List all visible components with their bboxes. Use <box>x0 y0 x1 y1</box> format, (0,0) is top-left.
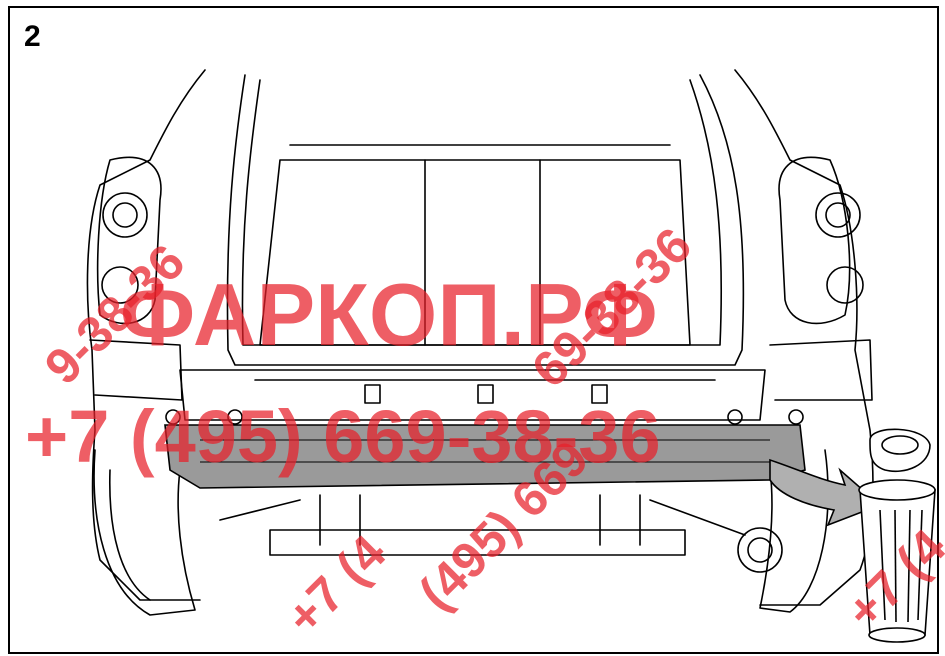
wheel-left <box>93 449 196 616</box>
instruction-frame: 2 <box>8 6 939 654</box>
rear-panel <box>179 369 766 421</box>
body-outline-right <box>734 69 874 606</box>
waste-bin-icon <box>858 428 936 643</box>
cargo-floor <box>259 159 691 346</box>
exhaust-pipe <box>737 527 783 573</box>
watermark-fragment-plus-left: +7 (4 <box>275 524 396 645</box>
watermark-phone: +7 (495) 669-38-36 <box>25 395 661 478</box>
tail-light-right <box>778 156 851 325</box>
tail-light-left <box>96 156 162 325</box>
removal-arrow-icon <box>769 458 882 527</box>
watermark-brand: ФАРКОП.РФ <box>120 265 658 364</box>
tailgate-opening <box>226 74 745 366</box>
step-number: 2 <box>24 20 41 53</box>
body-outline-left <box>86 69 206 601</box>
wheel-right <box>759 449 829 613</box>
